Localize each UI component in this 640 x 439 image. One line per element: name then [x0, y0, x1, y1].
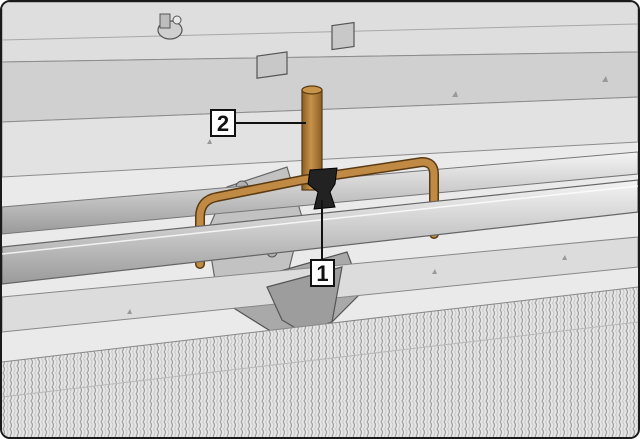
bolt-fitting	[157, 13, 183, 40]
callout-2: 2	[210, 109, 306, 137]
tool-crossbar	[195, 157, 439, 269]
clamp-holder	[307, 167, 338, 210]
callout-1: 1	[310, 200, 335, 287]
front-tube	[2, 179, 638, 285]
callout-2-label: 2	[217, 111, 229, 136]
callout-1-label: 1	[316, 261, 328, 286]
spring-tines	[2, 286, 638, 437]
bracket-fitting	[256, 21, 355, 79]
tool-handle	[301, 85, 323, 191]
